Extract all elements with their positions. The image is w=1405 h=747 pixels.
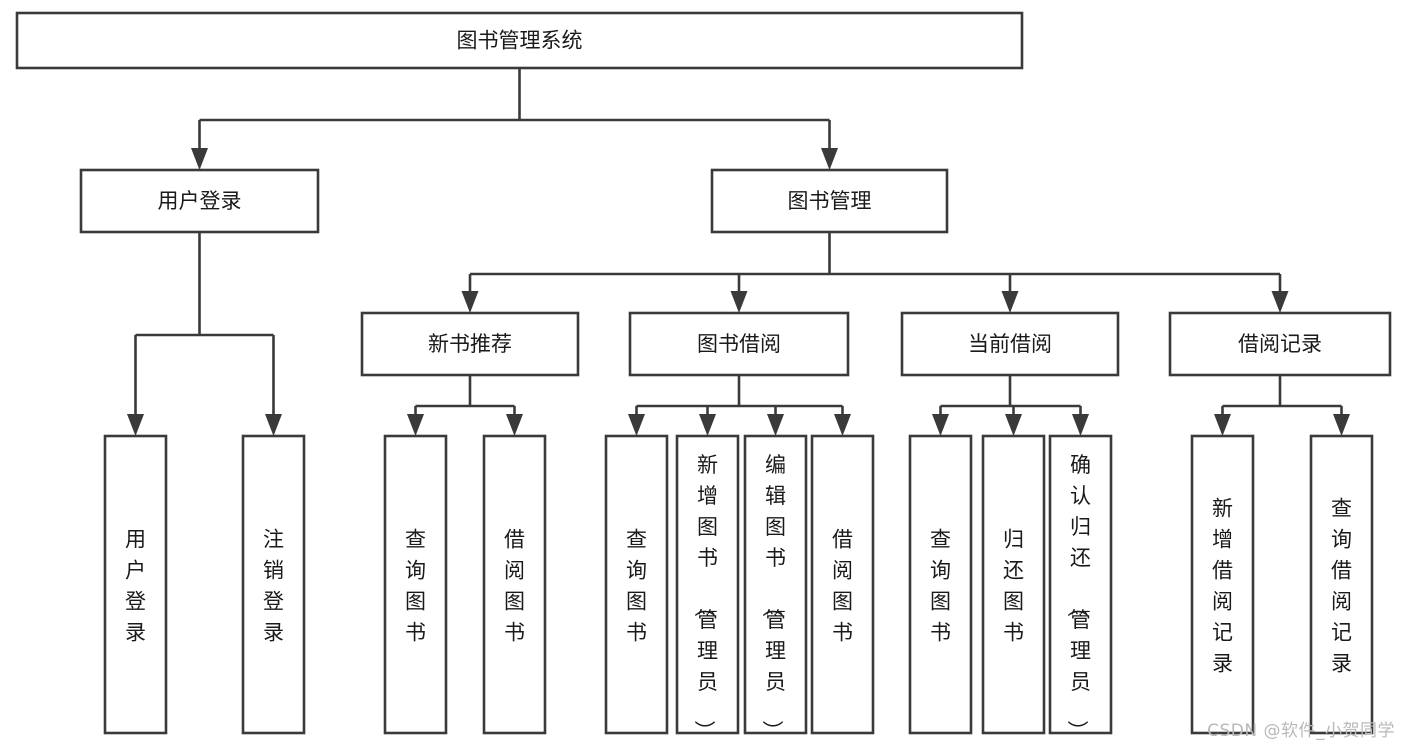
arrow-head-icon	[821, 148, 838, 170]
node-leaf-rec-query[interactable]: 查询图书	[383, 434, 448, 735]
arrow-head-icon	[461, 291, 479, 313]
node-leaf-borrow-query[interactable]: 查询图书	[604, 434, 669, 735]
node-box-book-manage[interactable]	[710, 168, 949, 234]
node-box-leaf-return-book[interactable]	[981, 434, 1046, 735]
node-label-leaf-user-login: 用户登录	[125, 528, 146, 645]
arrow-head-icon	[834, 414, 851, 436]
node-label-leaf-add-book: 新增图书（管理员）	[692, 453, 718, 741]
node-label-book-borrow: 图书借阅	[697, 332, 781, 356]
node-box-leaf-add-book[interactable]	[675, 434, 740, 735]
node-label-leaf-add-record: 新增借阅记录	[1212, 497, 1233, 676]
node-leaf-return-book[interactable]: 归还图书	[981, 434, 1046, 735]
node-label-user-login: 用户登录	[158, 189, 242, 213]
node-leaf-cur-query[interactable]: 查询图书	[908, 434, 973, 735]
arrow-head-icon	[767, 414, 784, 436]
node-box-book-borrow[interactable]	[628, 311, 850, 377]
arrow-head-icon	[730, 291, 748, 313]
arrow-head-icon	[1001, 291, 1019, 313]
connector-group-root	[191, 68, 838, 170]
node-box-leaf-logout[interactable]	[241, 434, 306, 735]
node-leaf-edit-book[interactable]: 编辑图书（管理员）	[743, 434, 808, 741]
connector-group-borrow-record	[1214, 375, 1350, 436]
node-book-borrow[interactable]: 图书借阅	[628, 311, 850, 377]
connector-group-user-login	[127, 232, 282, 436]
node-box-root[interactable]	[15, 11, 1024, 70]
node-layer: 图书管理系统用户登录图书管理新书推荐图书借阅当前借阅借阅记录用户登录注销登录查询…	[15, 11, 1392, 741]
arrow-head-icon	[699, 414, 716, 436]
node-leaf-logout[interactable]: 注销登录	[241, 434, 306, 735]
node-leaf-rec-borrow[interactable]: 借阅图书	[482, 434, 547, 735]
node-box-user-login[interactable]	[79, 168, 320, 234]
node-leaf-borrow-book[interactable]: 借阅图书	[810, 434, 875, 735]
arrow-head-icon	[407, 414, 424, 436]
arrow-head-icon	[1333, 414, 1350, 436]
arrow-head-icon	[127, 414, 144, 436]
node-label-leaf-query-record: 查询借阅记录	[1331, 497, 1352, 676]
node-box-leaf-confirm-return[interactable]	[1048, 434, 1113, 735]
node-borrow-record[interactable]: 借阅记录	[1168, 311, 1392, 377]
node-label-leaf-cur-query: 查询图书	[930, 528, 951, 645]
node-label-root: 图书管理系统	[457, 29, 583, 53]
arrow-head-icon	[628, 414, 645, 436]
arrow-head-icon	[265, 414, 282, 436]
node-box-leaf-borrow-query[interactable]	[604, 434, 669, 735]
node-box-leaf-user-login[interactable]	[103, 434, 168, 735]
connector-layer	[127, 68, 1350, 436]
node-label-borrow-record: 借阅记录	[1238, 332, 1322, 356]
node-box-leaf-add-record[interactable]	[1190, 434, 1255, 735]
connector-group-new-book-rec	[407, 375, 523, 436]
node-current-borrow[interactable]: 当前借阅	[900, 311, 1120, 377]
node-leaf-user-login[interactable]: 用户登录	[103, 434, 168, 735]
node-label-leaf-rec-borrow: 借阅图书	[504, 528, 525, 645]
node-label-leaf-logout: 注销登录	[263, 528, 284, 645]
node-box-current-borrow[interactable]	[900, 311, 1120, 377]
node-leaf-add-record[interactable]: 新增借阅记录	[1190, 434, 1255, 735]
arrow-head-icon	[1214, 414, 1231, 436]
node-leaf-query-record[interactable]: 查询借阅记录	[1309, 434, 1374, 735]
node-label-current-borrow: 当前借阅	[968, 332, 1052, 356]
node-label-leaf-borrow-query: 查询图书	[626, 528, 647, 645]
node-leaf-confirm-return[interactable]: 确认归还（管理员）	[1048, 434, 1113, 741]
arrow-head-icon	[1005, 414, 1022, 436]
connector-group-current-borrow	[932, 375, 1089, 436]
node-box-leaf-rec-query[interactable]	[383, 434, 448, 735]
node-box-leaf-cur-query[interactable]	[908, 434, 973, 735]
arrow-head-icon	[932, 414, 949, 436]
arrow-head-icon	[1072, 414, 1089, 436]
node-label-leaf-borrow-book: 借阅图书	[832, 528, 853, 645]
node-box-leaf-edit-book[interactable]	[743, 434, 808, 735]
node-user-login[interactable]: 用户登录	[79, 168, 320, 234]
node-box-new-book-rec[interactable]	[360, 311, 580, 377]
node-leaf-add-book[interactable]: 新增图书（管理员）	[675, 434, 740, 741]
arrow-head-icon	[191, 148, 208, 170]
node-label-new-book-rec: 新书推荐	[428, 332, 512, 356]
node-book-manage[interactable]: 图书管理	[710, 168, 949, 234]
node-label-leaf-return-book: 归还图书	[1003, 528, 1024, 645]
node-label-book-manage: 图书管理	[788, 189, 872, 213]
node-box-leaf-rec-borrow[interactable]	[482, 434, 547, 735]
arrow-head-icon	[1271, 291, 1289, 313]
connector-group-book-borrow	[628, 375, 851, 436]
node-label-leaf-edit-book: 编辑图书（管理员）	[760, 453, 786, 741]
connector-group-book-manage	[461, 232, 1289, 313]
node-box-leaf-query-record[interactable]	[1309, 434, 1374, 735]
node-label-leaf-rec-query: 查询图书	[405, 528, 426, 645]
node-label-leaf-confirm-return: 确认归还（管理员）	[1065, 453, 1091, 741]
arrow-head-icon	[506, 414, 523, 436]
node-box-borrow-record[interactable]	[1168, 311, 1392, 377]
node-new-book-rec[interactable]: 新书推荐	[360, 311, 580, 377]
node-root[interactable]: 图书管理系统	[15, 11, 1024, 70]
node-box-leaf-borrow-book[interactable]	[810, 434, 875, 735]
